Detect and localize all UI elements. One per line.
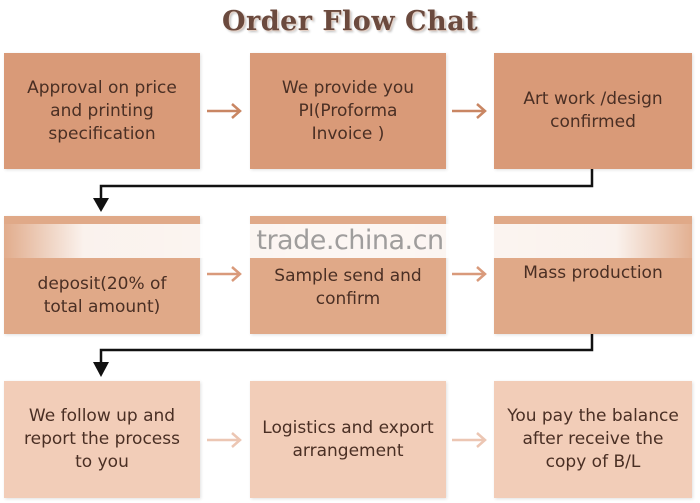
connector-row1-to-row2 — [93, 169, 594, 212]
connector-row2-to-row3 — [93, 334, 594, 377]
arrow-row2-b — [452, 266, 487, 282]
step-approval-on-price: Approval on price and printing specifica… — [4, 53, 200, 169]
arrow-row1-a — [207, 103, 242, 119]
step-logistics: Logistics and export arrangement — [250, 381, 446, 498]
arrow-row1-b — [452, 103, 487, 119]
step-follow-up: We follow up and report the process to y… — [4, 381, 200, 498]
step-proforma-invoice: We provide you PI(Proforma Invoice ) — [250, 53, 446, 169]
page-title: Order Flow Chat — [221, 6, 479, 37]
watermark: trade.china.cn — [0, 224, 700, 258]
arrow-row2-a — [207, 266, 242, 282]
arrow-row3-b — [452, 432, 487, 448]
arrow-row3-a — [207, 432, 242, 448]
step-pay-balance: You pay the balance after receive the co… — [494, 381, 692, 498]
step-artwork-confirmed: Art work /design confirmed — [494, 53, 692, 169]
